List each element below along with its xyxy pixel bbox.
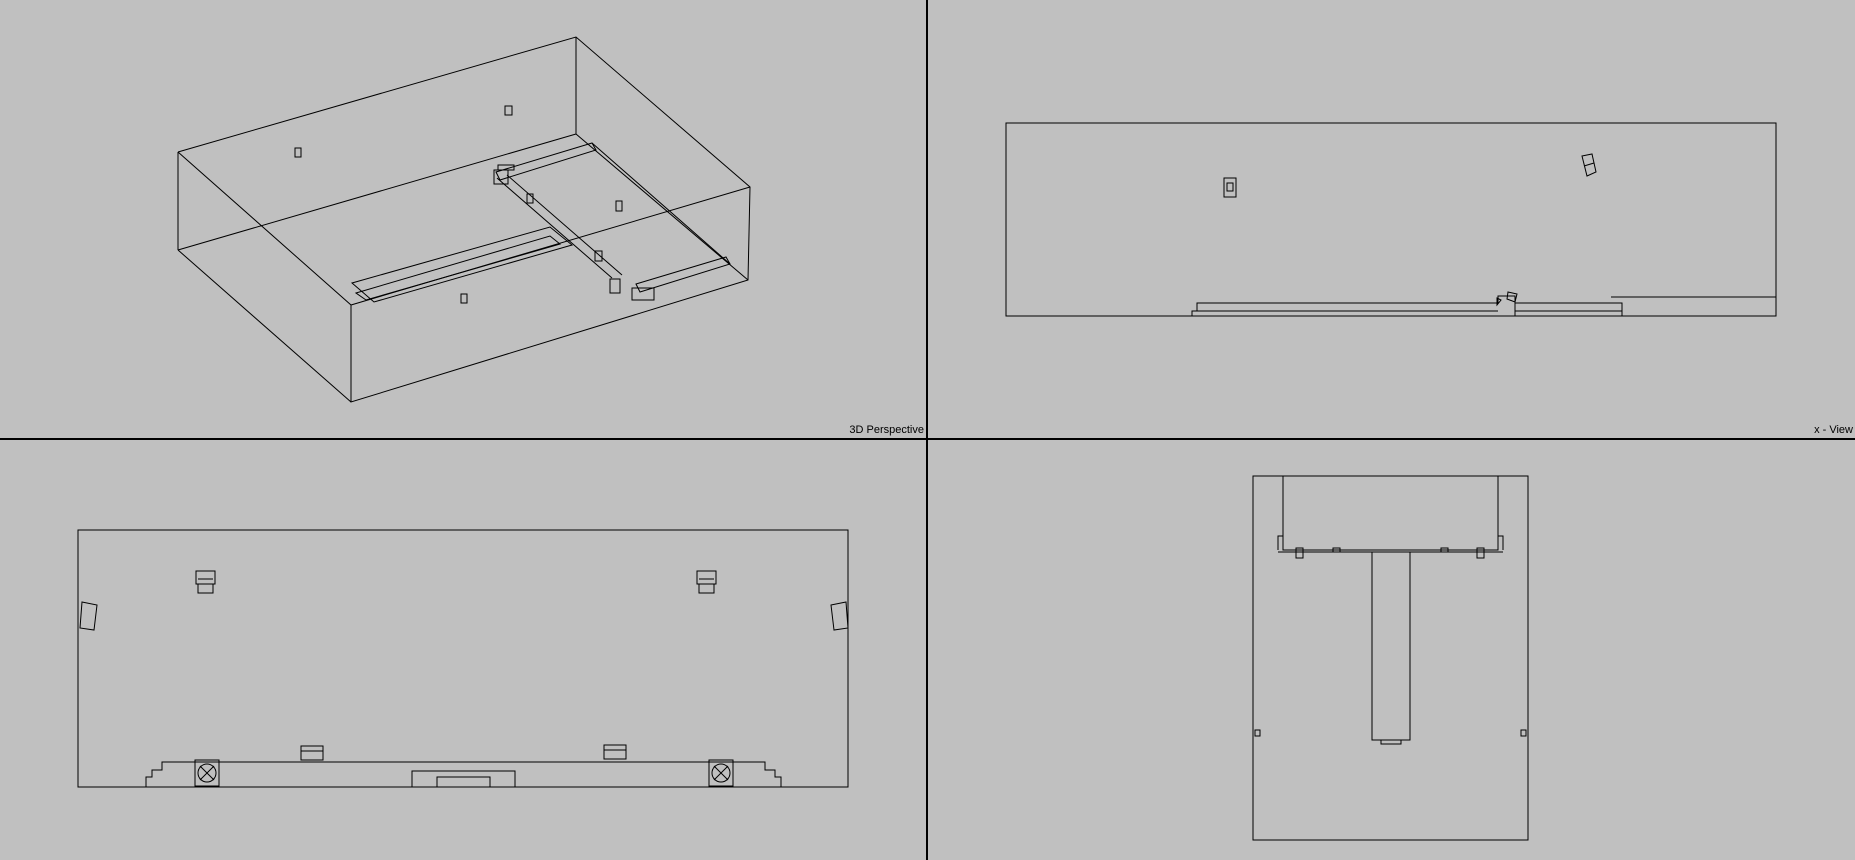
side-speaker-icon xyxy=(1521,730,1526,736)
speaker-icon xyxy=(697,571,716,584)
viewport-top-view[interactable] xyxy=(928,440,1855,860)
fixture-box xyxy=(632,288,654,300)
fixture-box xyxy=(610,279,620,293)
viewport-x-view[interactable]: x - View xyxy=(928,0,1855,438)
x-view-wireframe xyxy=(928,0,1855,438)
viewport-3d-perspective[interactable]: 3D Perspective xyxy=(0,0,926,438)
front-view-wireframe xyxy=(0,440,926,860)
viewport-label: x - View xyxy=(1814,424,1853,436)
fan-icon xyxy=(709,760,733,786)
speaker-icon xyxy=(831,602,848,630)
speaker-icon xyxy=(699,584,714,593)
side-speaker-icon xyxy=(1255,730,1260,736)
speaker-icon xyxy=(295,148,301,157)
viewport-front-view[interactable] xyxy=(0,440,926,860)
fixture-box xyxy=(527,194,533,203)
speaker-icon xyxy=(1477,548,1484,558)
viewport-splitter-vertical[interactable] xyxy=(926,0,928,860)
speaker-icon xyxy=(1582,154,1596,176)
speaker-icon xyxy=(1224,178,1236,197)
speaker-icon xyxy=(196,571,215,584)
perspective-wireframe xyxy=(0,0,926,438)
top-view-wireframe xyxy=(928,440,1855,860)
monitor-icon xyxy=(604,745,626,759)
speaker-icon xyxy=(1296,548,1303,558)
speaker-icon xyxy=(80,602,97,630)
speaker-icon xyxy=(505,106,512,115)
fixture-box xyxy=(595,251,602,261)
monitor-icon xyxy=(301,746,323,760)
monitor-icon xyxy=(1333,548,1340,552)
fan-icon xyxy=(195,760,219,786)
speaker-icon xyxy=(198,584,213,593)
speaker-icon xyxy=(616,201,622,211)
speaker-icon xyxy=(461,294,467,303)
speaker-cone xyxy=(1227,183,1233,191)
fixture-rail xyxy=(498,165,514,170)
viewport-label: 3D Perspective xyxy=(849,424,924,436)
viewport-splitter-horizontal[interactable] xyxy=(0,438,1855,440)
monitor-icon xyxy=(1441,548,1448,552)
